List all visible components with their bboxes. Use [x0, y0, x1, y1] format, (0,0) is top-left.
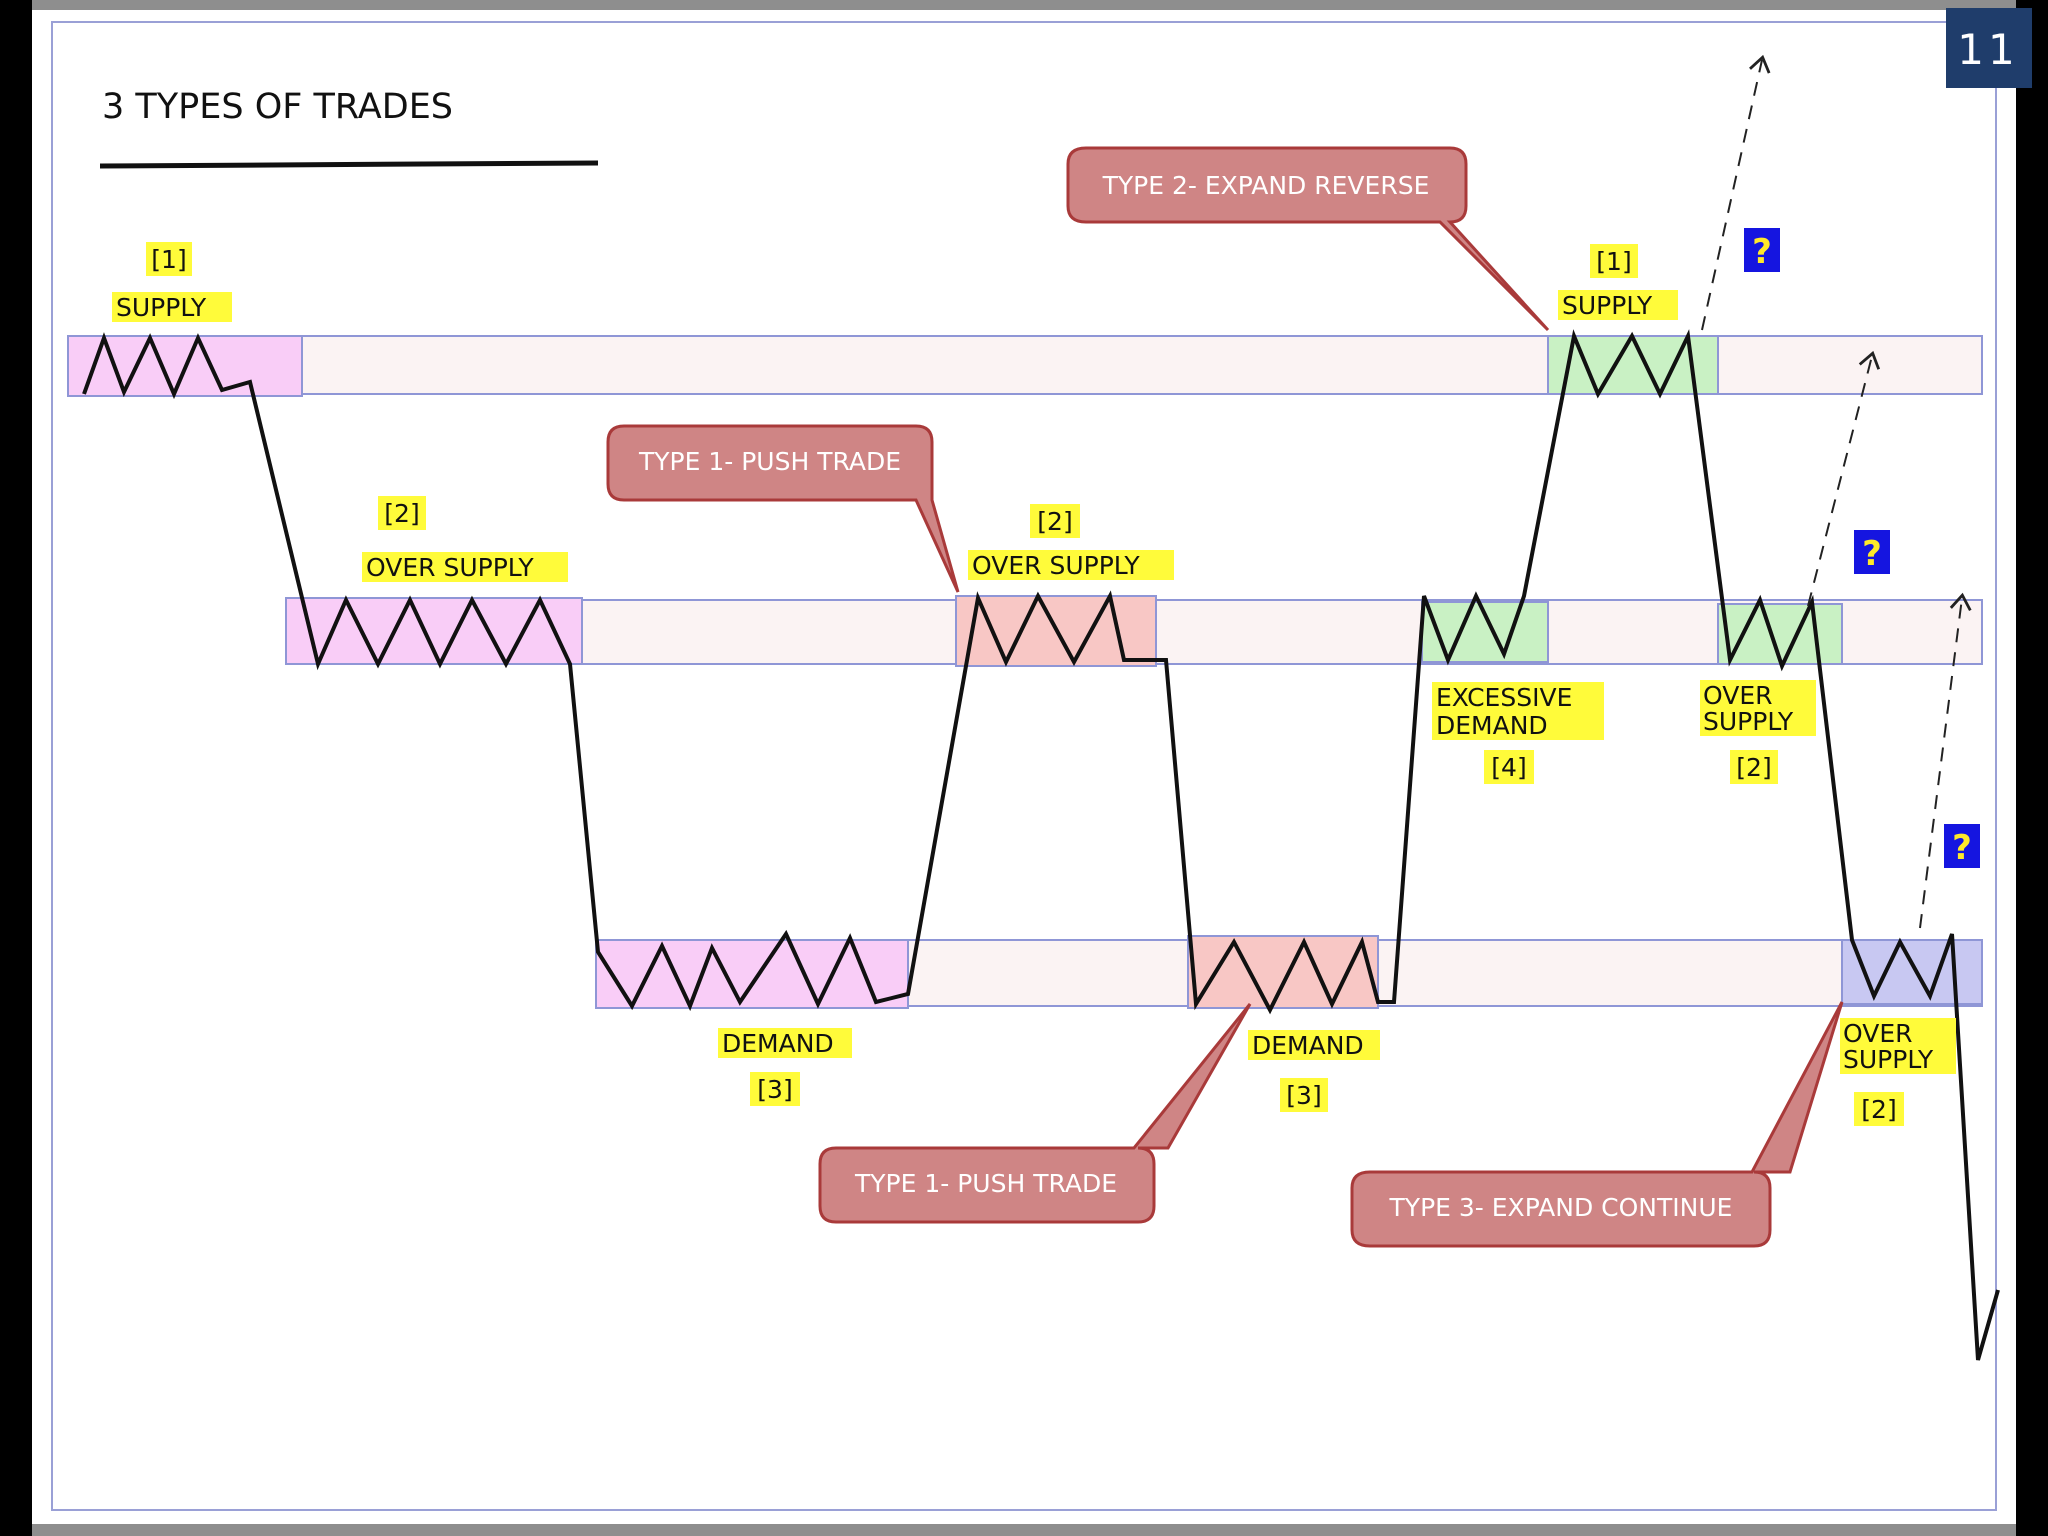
demand-a-number: [3] — [757, 1075, 792, 1104]
callout-type1-top-text: TYPE 1- PUSH TRADE — [638, 447, 901, 476]
demand-b-number: [3] — [1286, 1081, 1321, 1110]
question-mark-2: ? — [1862, 534, 1882, 574]
question-badge-2 — [1854, 530, 1890, 574]
label-bg-over-supply-d — [1840, 1018, 1956, 1074]
supply-2-number: [1] — [1596, 247, 1631, 276]
page-number: 11 — [1957, 25, 2018, 74]
price-path — [82, 329, 2000, 1361]
over-supply-a-number: [2] — [384, 499, 419, 528]
demand-b-label: DEMAND — [1252, 1031, 1364, 1060]
inner-frame — [51, 21, 1997, 1511]
supply-1-label: SUPPLY — [116, 293, 207, 322]
supply-2-label: SUPPLY — [1562, 291, 1653, 320]
callout-type1-bottom-text: TYPE 1- PUSH TRADE — [854, 1169, 1117, 1198]
question-mark-3: ? — [1952, 828, 1972, 868]
excessive-demand-line2: DEMAND — [1436, 711, 1548, 740]
label-bg-demand-b-num — [1280, 1078, 1328, 1112]
demand-zone-a — [595, 939, 909, 1009]
label-bg-over-supply-a-num — [378, 496, 426, 530]
page-title: 3 TYPES OF TRADES — [102, 87, 453, 127]
label-bg-over-supply-d-num — [1854, 1092, 1904, 1126]
demand-a-label: DEMAND — [722, 1029, 834, 1058]
callout-type1-top — [606, 424, 960, 593]
label-bg-demand-b — [1248, 1030, 1380, 1060]
label-bg-supply-2-num — [1590, 244, 1638, 278]
over-supply-c-line1: OVER — [1703, 681, 1773, 710]
dashed-arrow-2 — [1807, 350, 1881, 607]
over-supply-d-number: [2] — [1861, 1095, 1896, 1124]
right-black-border — [2016, 0, 2048, 1536]
callout-type2 — [1066, 146, 1550, 332]
left-black-border — [0, 0, 32, 1536]
label-bg-excessive-demand — [1432, 682, 1604, 740]
label-bg-over-supply-a — [362, 552, 568, 582]
label-bg-demand-a-num — [750, 1072, 800, 1106]
over-supply-a-label: OVER SUPPLY — [366, 553, 534, 582]
title-underline — [99, 160, 599, 169]
over-supply-d-line1: OVER — [1843, 1019, 1913, 1048]
label-bg-over-supply-b — [968, 550, 1174, 580]
over-supply-c-line2: SUPPLY — [1703, 707, 1794, 736]
label-bg-excessive-demand-num — [1484, 750, 1534, 784]
excessive-demand-line1: EXCESSIVE — [1436, 683, 1572, 712]
label-bg-over-supply-b-num — [1030, 504, 1080, 538]
label-bg-supply-1 — [112, 292, 232, 322]
label-bg-over-supply-c-num — [1730, 750, 1778, 784]
dashed-arrow-3 — [1919, 592, 1972, 929]
over-supply-d-line2: SUPPLY — [1843, 1045, 1934, 1074]
page-number-badge — [1946, 8, 2032, 88]
callout-type3 — [1350, 1001, 1844, 1248]
over-supply-c-number: [2] — [1736, 753, 1771, 782]
callout-type2-text: TYPE 2- EXPAND REVERSE — [1102, 171, 1430, 200]
over-supply-b-label: OVER SUPPLY — [972, 551, 1140, 580]
callout-type3-text: TYPE 3- EXPAND CONTINUE — [1389, 1193, 1733, 1222]
label-bg-supply-1-num — [146, 242, 192, 276]
label-bg-supply-2 — [1558, 290, 1678, 320]
callout-type1-bottom — [818, 1003, 1252, 1224]
label-bg-over-supply-c — [1700, 680, 1816, 736]
label-bg-demand-a — [718, 1028, 852, 1058]
page-sheet — [32, 10, 2016, 1524]
supply-1-number: [1] — [151, 245, 186, 274]
question-badge-3 — [1944, 824, 1980, 868]
over-supply-b-number: [2] — [1037, 507, 1072, 536]
question-mark-1: ? — [1752, 232, 1772, 272]
excessive-demand-number: [4] — [1491, 753, 1526, 782]
question-badge-1 — [1744, 228, 1780, 272]
